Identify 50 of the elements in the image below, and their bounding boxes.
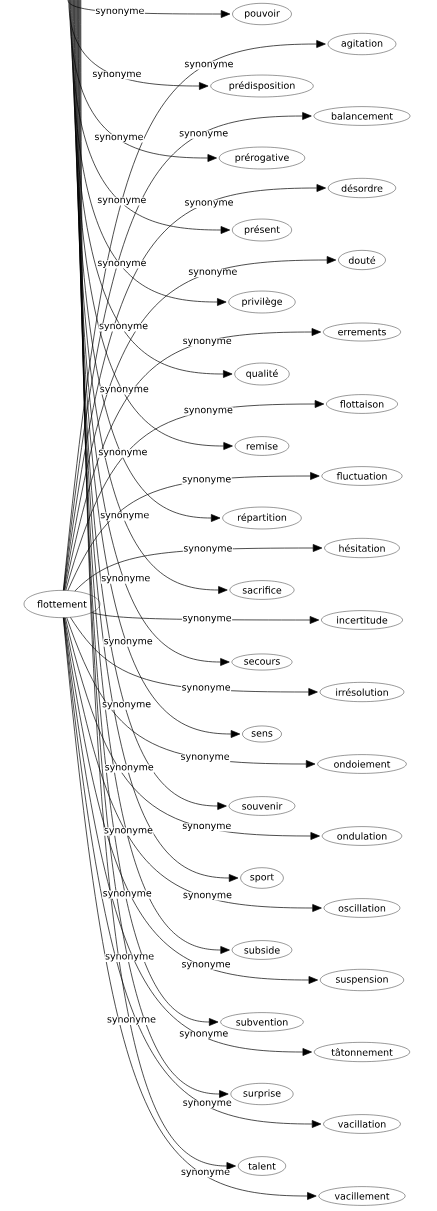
edge-label: synonyme bbox=[103, 638, 154, 647]
edge-label: synonyme bbox=[99, 512, 150, 521]
arrow bbox=[68, 0, 209, 90]
arrow bbox=[73, 0, 221, 522]
edge-label: synonyme bbox=[187, 268, 238, 278]
edge-label: synonyme bbox=[181, 961, 231, 970]
edge-label: synonyme bbox=[178, 1030, 229, 1039]
arrow bbox=[71, 0, 233, 378]
arrow bbox=[63, 617, 318, 984]
edge-label: synonyme bbox=[178, 130, 229, 139]
edge-label: synonyme bbox=[103, 827, 154, 836]
arrow bbox=[63, 256, 337, 591]
edge-label: synonyme bbox=[104, 953, 155, 962]
arrow bbox=[63, 617, 312, 1056]
edge-label: synonyme bbox=[96, 260, 147, 269]
edge-label: synonyme bbox=[181, 684, 232, 693]
edge-label: synonyme bbox=[106, 1016, 157, 1025]
arrow bbox=[64, 617, 322, 912]
edge-label: synonyme bbox=[99, 386, 150, 395]
edge-label: synonyme bbox=[183, 407, 234, 416]
arrow bbox=[70, 0, 231, 234]
edge-label: synonyme bbox=[94, 134, 144, 143]
edge-label: synonyme bbox=[97, 449, 148, 458]
edge-label: synonyme bbox=[98, 323, 149, 332]
edge-label: synonyme bbox=[182, 892, 233, 901]
arrow bbox=[72, 0, 233, 450]
edge-label: synonyme bbox=[183, 61, 234, 70]
edge-label: synonyme bbox=[180, 1169, 231, 1178]
edge-label: synonyme bbox=[181, 823, 232, 832]
arrow bbox=[76, 0, 227, 810]
edge-label: synonyme bbox=[100, 575, 151, 584]
edge-label: synonyme bbox=[101, 701, 152, 710]
edge-label: synonyme bbox=[182, 615, 233, 624]
arrow bbox=[64, 617, 320, 840]
edge-label: synonyme bbox=[182, 1099, 233, 1109]
arrow bbox=[69, 0, 217, 162]
edge-label: synonyme bbox=[102, 890, 153, 899]
edge-label: synonyme bbox=[184, 199, 234, 208]
edge-label: synonyme bbox=[182, 545, 233, 555]
arrow bbox=[64, 328, 322, 591]
arrow bbox=[63, 112, 312, 591]
edge-label: synonyme bbox=[181, 476, 232, 485]
edge-label: synonyme bbox=[91, 71, 142, 80]
edge-label: synonyme bbox=[104, 764, 155, 773]
edge-label: synonyme bbox=[94, 8, 145, 17]
edge-label: synonyme bbox=[182, 338, 233, 347]
edge-label: synonyme bbox=[96, 197, 147, 206]
edge-label: synonyme bbox=[180, 753, 231, 763]
arrow bbox=[63, 184, 326, 591]
arrow bbox=[75, 0, 241, 738]
